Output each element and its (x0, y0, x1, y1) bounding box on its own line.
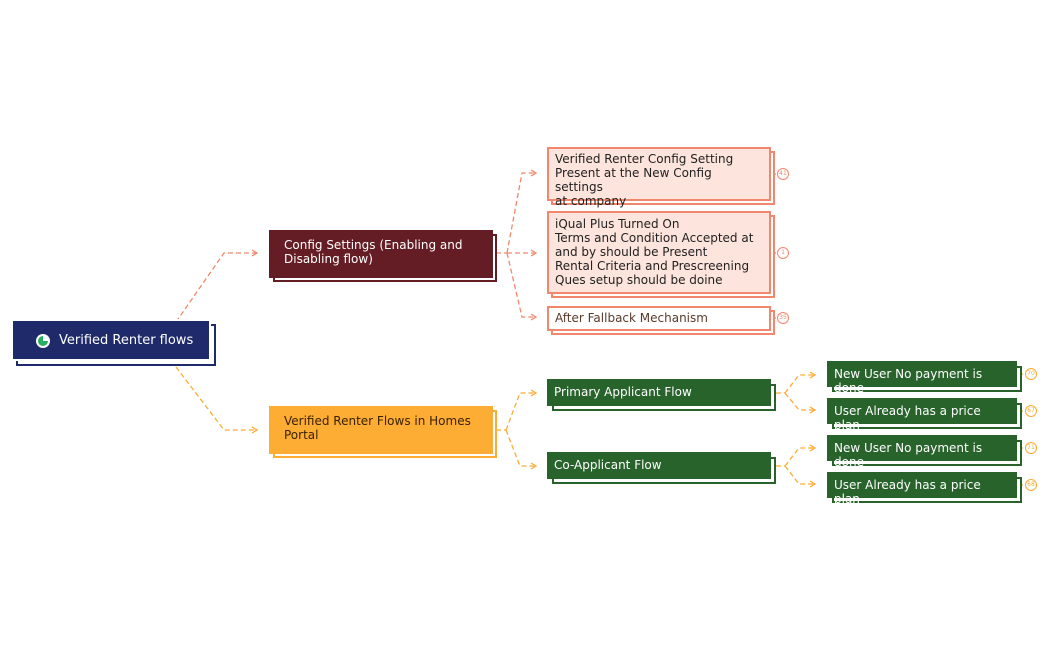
primary-price-plan-badge[interactable]: 67 (1025, 405, 1037, 417)
primary-new-user-badge[interactable]: 70 (1025, 368, 1037, 380)
config-child-1-badge[interactable]: 41 (777, 168, 789, 180)
config-child-node-2[interactable]: iQual Plus Turned On Terms and Condition… (547, 211, 771, 294)
config-settings-node[interactable]: Config Settings (Enabling and Disabling … (269, 230, 493, 278)
config-child-1-line-1: Verified Renter Config Setting (555, 152, 734, 166)
co-new-user-node[interactable]: New User No payment is done (827, 435, 1017, 469)
config-child-1-line-3: at company (555, 194, 627, 208)
config-child-2-line-1: iQual Plus Turned On (555, 217, 680, 231)
primary-applicant-node[interactable]: Primary Applicant Flow (547, 379, 771, 406)
config-child-2-line-4: Rental Criteria and Prescreening (555, 259, 750, 273)
co-price-plan-label: User Already has a price plan (834, 478, 981, 506)
primary-applicant-label: Primary Applicant Flow (554, 385, 692, 399)
primary-new-user-node[interactable]: New User No payment is done (827, 361, 1017, 395)
clock-progress-icon (36, 334, 50, 348)
config-child-3-line-1: After Fallback Mechanism (555, 311, 708, 325)
config-child-2-line-3: and by should be Present (555, 245, 708, 259)
config-child-node-1[interactable]: Verified Renter Config Setting Present a… (547, 147, 771, 208)
primary-price-plan-node[interactable]: User Already has a price plan (827, 398, 1017, 432)
co-new-user-label: New User No payment is done (834, 441, 983, 469)
verified-renter-homes-node[interactable]: Verified Renter Flows in Homes Portal (269, 406, 493, 454)
root-node[interactable]: Verified Renter flows (11, 319, 211, 361)
co-applicant-label: Co-Applicant Flow (554, 458, 662, 472)
co-price-plan-badge[interactable]: 68 (1025, 479, 1037, 491)
primary-new-user-label: New User No payment is done (834, 367, 983, 395)
root-node-label: Verified Renter flows (59, 333, 194, 348)
config-child-2-line-2: Terms and Condition Accepted at (555, 231, 754, 245)
co-price-plan-node[interactable]: User Already has a price plan (827, 472, 1017, 506)
config-settings-label: Config Settings (Enabling and Disabling … (284, 238, 463, 266)
co-new-user-badge[interactable]: 71 (1025, 442, 1037, 454)
config-child-3-badge[interactable]: 35 (777, 312, 789, 324)
verified-renter-homes-label: Verified Renter Flows in Homes Portal (284, 414, 471, 442)
config-child-2-badge[interactable]: 1 (777, 247, 789, 259)
config-child-2-line-5: Ques setup should be doine (555, 273, 723, 287)
primary-price-plan-label: User Already has a price plan (834, 404, 981, 432)
config-child-node-3[interactable]: After Fallback Mechanism (547, 306, 771, 331)
co-applicant-node[interactable]: Co-Applicant Flow (547, 452, 771, 479)
config-child-1-line-2: Present at the New Config settings (555, 166, 712, 194)
